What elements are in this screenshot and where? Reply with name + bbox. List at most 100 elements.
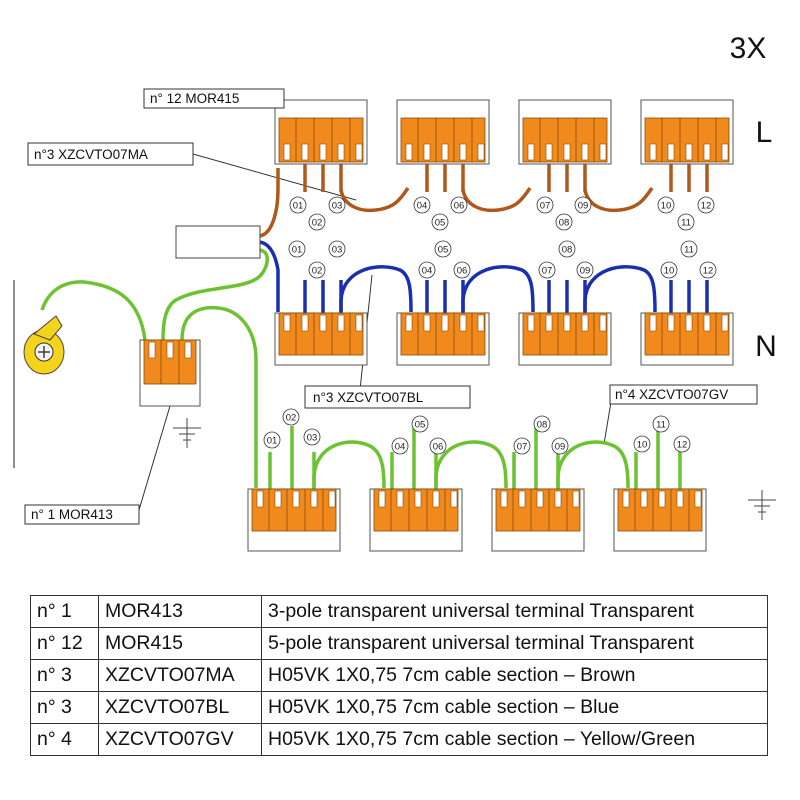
pin-n-08: 08: [558, 240, 576, 258]
terminal-l-3: [518, 99, 612, 165]
terminal-pe-1: [247, 488, 341, 552]
pin-n-02: 02: [308, 261, 326, 279]
terminal-slot: [667, 143, 675, 161]
pin-pe-12: 12: [673, 435, 691, 453]
pin-circle: [513, 437, 531, 455]
terminal-slot: [405, 143, 413, 161]
terminal-slot: [685, 314, 693, 332]
pin-l-03: 03: [328, 196, 346, 214]
pin-number: 09: [580, 265, 591, 276]
terminal-slot: [649, 143, 657, 161]
pin-circle: [413, 196, 431, 214]
terminal-slot: [703, 143, 711, 161]
terminal-slot: [581, 314, 589, 332]
pin-l-04: 04: [413, 196, 431, 214]
pin-number: 06: [457, 265, 468, 276]
pin-circle: [673, 435, 691, 453]
pin-circle: [308, 261, 326, 279]
pin-pe-05: 05: [411, 415, 429, 433]
callout-blue-cable: n°3 XZCVTO07BL: [304, 385, 471, 409]
pin-circle: [633, 435, 651, 453]
pin-circle: [551, 437, 569, 455]
pin-number: 10: [637, 439, 648, 450]
terminal-slot: [721, 143, 729, 161]
pin-number: 02: [312, 217, 323, 228]
pin-number: 01: [293, 200, 304, 211]
pin-number: 05: [435, 217, 446, 228]
pin-circle: [263, 431, 281, 449]
terminal-slot: [441, 143, 449, 161]
row-description: 3-pole transparent universal terminal Tr…: [261, 595, 768, 628]
terminal-slot: [599, 143, 607, 161]
quantity-label: 3X: [730, 32, 767, 65]
pin-circle: [555, 213, 573, 231]
terminal-pe-3: [491, 488, 585, 552]
pin-pe-10: 10: [633, 435, 651, 453]
terminal-slot: [545, 314, 553, 332]
terminal-slot: [667, 314, 675, 332]
terminal-slot: [378, 490, 386, 508]
green-bridge-2: [434, 440, 508, 489]
blue-bridge-3: [583, 265, 657, 313]
terminal-slot: [166, 341, 174, 359]
pin-pe-04: 04: [391, 437, 409, 455]
terminal-pe-4: [613, 488, 707, 552]
pin-l-06: 06: [450, 196, 468, 214]
terminal-slot: [477, 143, 485, 161]
pin-circle: [453, 261, 471, 279]
row-number: n° 4: [30, 723, 99, 756]
pin-circle: [282, 408, 300, 426]
terminal-slot: [405, 314, 413, 332]
terminal-slot: [527, 314, 535, 332]
pin-l-10: 10: [657, 196, 675, 214]
terminal-slot: [283, 314, 291, 332]
pin-circle: [391, 437, 409, 455]
terminal-slot: [301, 143, 309, 161]
pin-circle: [697, 196, 715, 214]
terminal-slot: [301, 314, 309, 332]
row-code: XZCVTO07MA: [98, 659, 262, 692]
pin-circle: [533, 415, 551, 433]
pin-number: 11: [681, 217, 691, 228]
svg-text:n° 1 MOR413: n° 1 MOR413: [31, 507, 113, 522]
pin-number: 08: [537, 419, 548, 430]
row-description: 5-pole transparent universal terminal Tr…: [261, 627, 768, 660]
pin-pe-11: 11: [652, 415, 670, 433]
pin-circle: [434, 240, 452, 258]
terminal-slot: [581, 143, 589, 161]
row-number: n° 1: [30, 595, 99, 628]
pin-number: 05: [438, 244, 449, 255]
terminal-slot: [563, 143, 571, 161]
terminal-n-3: [518, 312, 612, 366]
terminal-slot: [554, 490, 562, 508]
pin-number: 12: [701, 200, 712, 211]
pin-n-05: 05: [434, 240, 452, 258]
junction-box: [175, 225, 261, 259]
terminal-slot: [622, 490, 630, 508]
callout-terminal5: n° 12 MOR415: [143, 88, 285, 109]
pin-number: 03: [307, 432, 318, 443]
row-code: MOR413: [98, 595, 262, 628]
pin-number: 06: [454, 200, 465, 211]
green-bridge-3: [556, 440, 630, 489]
callout-terminal3: n° 1 MOR413: [24, 504, 140, 525]
pin-number: 10: [664, 265, 675, 276]
earth-jumper-wire: [180, 305, 258, 488]
terminal-slot: [459, 143, 467, 161]
pin-l-11: 11: [677, 213, 695, 231]
terminal-slot: [256, 490, 264, 508]
terminal-slot: [477, 314, 485, 332]
terminal-l-4: [640, 99, 734, 165]
leader-terminal3: [138, 405, 171, 511]
terminal-slot: [355, 143, 363, 161]
terminal-slot: [355, 314, 363, 332]
pin-number: 03: [332, 244, 343, 255]
terminal-pe-2: [369, 488, 463, 552]
pin-number: 06: [433, 441, 444, 452]
green-supply-wire: [161, 248, 269, 341]
line-label: L: [756, 116, 773, 149]
blue-bridge-1: [339, 265, 413, 313]
terminal-slot: [721, 314, 729, 332]
